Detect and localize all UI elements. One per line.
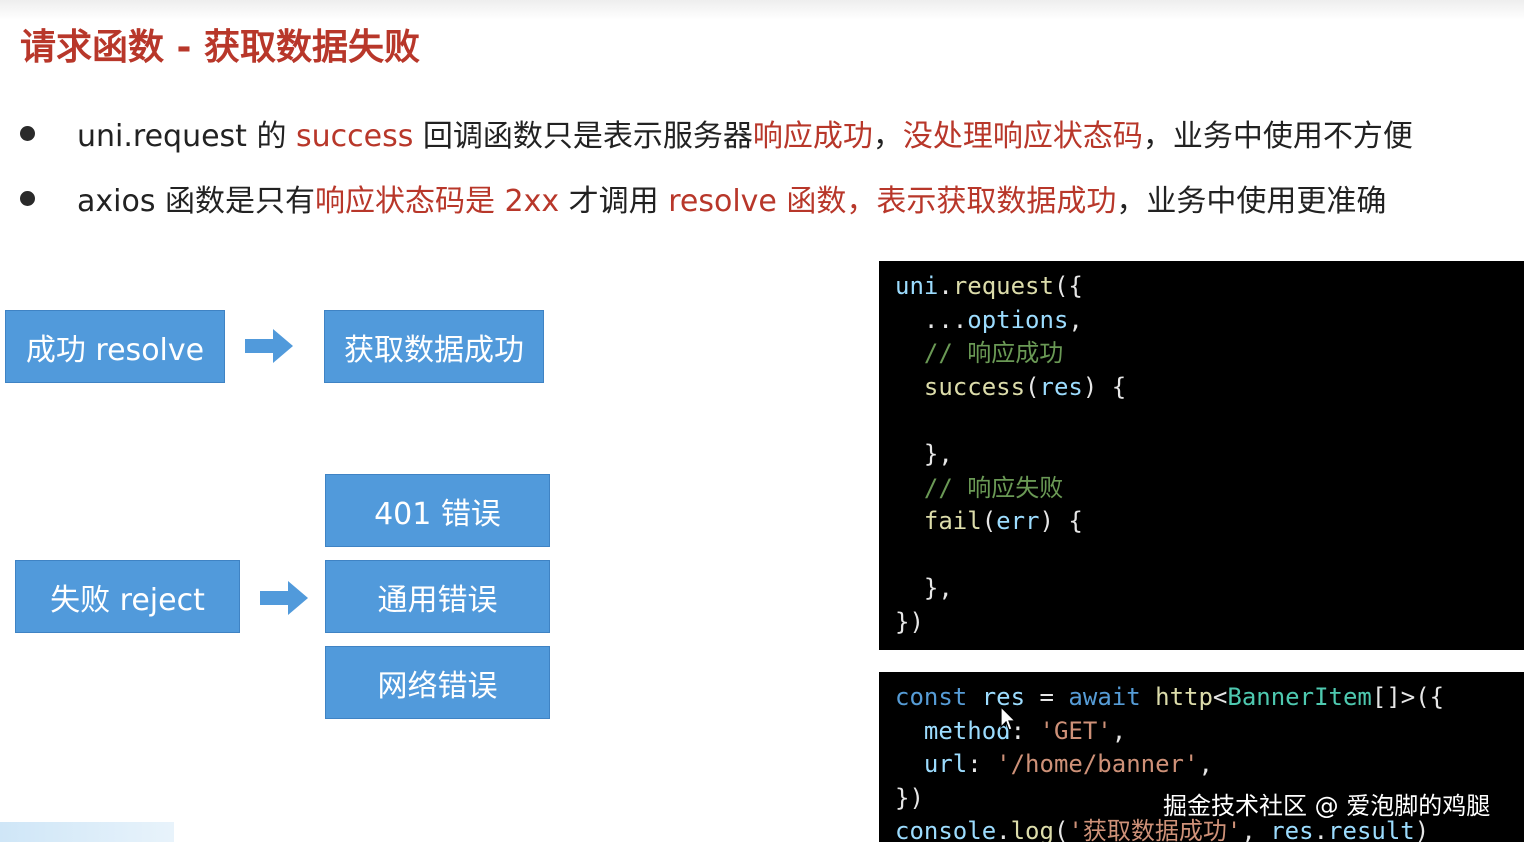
code-token: (: [1025, 372, 1040, 401]
code-token: result: [1328, 817, 1415, 842]
code-token: <: [1212, 683, 1228, 711]
code-token: res: [1039, 372, 1083, 401]
bullet-2-seg: axios 函数是只有: [77, 184, 315, 219]
bullet-2-seg: 响应状态码是 2xx: [315, 184, 560, 219]
code-token: ({: [1053, 272, 1083, 300]
code-line: success(res) {: [895, 371, 1508, 405]
code-token: options: [967, 305, 1069, 334]
resolve-box: 成功 resolve: [5, 310, 225, 383]
code-token: uni: [895, 272, 939, 300]
bullet-1: uni.request 的 success 回调函数只是表示服务器响应成功，没处…: [20, 111, 1413, 155]
bullet-dot: [20, 190, 35, 206]
bullet-1-seg: success: [296, 119, 414, 154]
code-token: .: [996, 817, 1011, 842]
code-token: res: [1270, 817, 1314, 842]
code-token: },: [895, 439, 953, 468]
code-token: ,: [1241, 817, 1271, 842]
code-token: }): [895, 783, 924, 812]
network-error-box: 网络错误: [325, 646, 550, 719]
code-line: const res = await http<BannerItem[]>({: [895, 681, 1508, 715]
bullet-1-seg: ，: [872, 119, 903, 154]
code-token: '/home/banner': [996, 750, 1199, 779]
bullet-2-seg: resolve 函数，表示获取数据成功: [668, 184, 1117, 219]
code-token: [967, 683, 981, 711]
code-token: [1141, 683, 1155, 711]
code-line: },: [895, 572, 1508, 606]
code-token: ) {: [1039, 507, 1083, 536]
bullet-dot: [20, 125, 35, 141]
code-token: (: [981, 507, 997, 536]
reject-box: 失败 reject: [15, 560, 240, 633]
code-token: err: [996, 507, 1040, 536]
code-token: (: [1053, 817, 1069, 842]
code-line: }): [895, 606, 1508, 640]
bullet-2: axios 函数是只有响应状态码是 2xx 才调用 resolve 函数，表示获…: [20, 176, 1386, 220]
code-token: success: [895, 372, 1026, 401]
bullet-1-text: uni.request 的 success 回调函数只是表示服务器响应成功，没处…: [77, 111, 1413, 155]
code-line: url: '/home/banner',: [895, 748, 1508, 782]
bullet-1-seg: 回调函数只是表示服务器: [413, 119, 753, 154]
arrow-right-icon: [245, 329, 293, 363]
general-error-box: 通用错误: [325, 560, 550, 633]
code-token: // 响应成功: [895, 339, 1064, 368]
code-token: BannerItem: [1227, 683, 1372, 711]
code-token: log: [1010, 817, 1054, 842]
code-line: }): [895, 782, 1508, 816]
mouse-cursor-icon: [1000, 706, 1016, 731]
code-token: []>({: [1371, 683, 1445, 711]
slide-title: 请求函数 - 获取数据失败: [20, 27, 421, 68]
code-token: ,: [1198, 750, 1213, 779]
code-token: 'GET': [1039, 716, 1112, 745]
code-token: url: [895, 750, 968, 779]
code-token: :: [967, 750, 997, 779]
code-token: method: [895, 716, 1011, 745]
code-token: ): [1414, 817, 1430, 842]
code-token: ,: [1111, 716, 1127, 745]
code-token: :: [1010, 716, 1040, 745]
success-result-box: 获取数据成功: [324, 310, 544, 383]
code-token: }): [895, 607, 924, 636]
code-line: method: 'GET',: [895, 715, 1508, 749]
bullet-1-seg: ，业务中使用不方便: [1142, 119, 1413, 154]
code-token: .: [1313, 817, 1329, 842]
code-token: },: [895, 574, 953, 603]
bullet-1-seg: uni.request 的: [77, 119, 297, 154]
bottom-left-decoration: [0, 822, 174, 842]
code-line: fail(err) {: [895, 505, 1508, 539]
code-token: =: [1025, 683, 1069, 711]
bullet-1-seg: 没处理响应状态码: [902, 119, 1143, 154]
code-line: console.log('获取数据成功', res.result): [895, 815, 1508, 842]
code-token: ...: [895, 305, 968, 334]
watermark: 掘金技术社区 @ 爱泡脚的鸡腿: [1163, 792, 1491, 820]
code-token: request: [952, 272, 1054, 300]
slide-top-shade: [0, 0, 1524, 20]
code-line: [895, 404, 1508, 438]
code-token: .: [938, 272, 953, 300]
code-line: // 响应成功: [895, 337, 1508, 371]
code-token: '获取数据成功': [1068, 817, 1242, 842]
code-line: [895, 539, 1508, 573]
code-token: const: [895, 683, 968, 711]
code-line: ...options,: [895, 304, 1508, 338]
code-token: await: [1068, 683, 1141, 711]
arrow-right-icon: [260, 581, 308, 615]
bullet-1-seg: 响应成功: [752, 119, 873, 154]
bullet-2-text: axios 函数是只有响应状态码是 2xx 才调用 resolve 函数，表示获…: [77, 176, 1386, 220]
code-token: ,: [1068, 305, 1083, 334]
code-token: http: [1155, 683, 1213, 711]
code-token: res: [981, 683, 1026, 711]
error-401-box: 401 错误: [325, 474, 550, 547]
code-line: uni.request({: [895, 270, 1508, 304]
code-token: fail: [895, 507, 982, 536]
code-line: },: [895, 438, 1508, 472]
code-token: ) {: [1082, 372, 1127, 401]
code-block-http-call: const res = await http<BannerItem[]>({ m…: [879, 672, 1524, 842]
bullet-2-seg: ，业务中使用更准确: [1116, 184, 1387, 219]
code-block-uni-request: uni.request({ ...options, // 响应成功 succes…: [879, 261, 1524, 650]
code-line: // 响应失败: [895, 472, 1508, 506]
bullet-2-seg: 才调用: [559, 184, 669, 219]
code-token: console: [895, 817, 997, 842]
code-token: // 响应失败: [895, 473, 1064, 502]
